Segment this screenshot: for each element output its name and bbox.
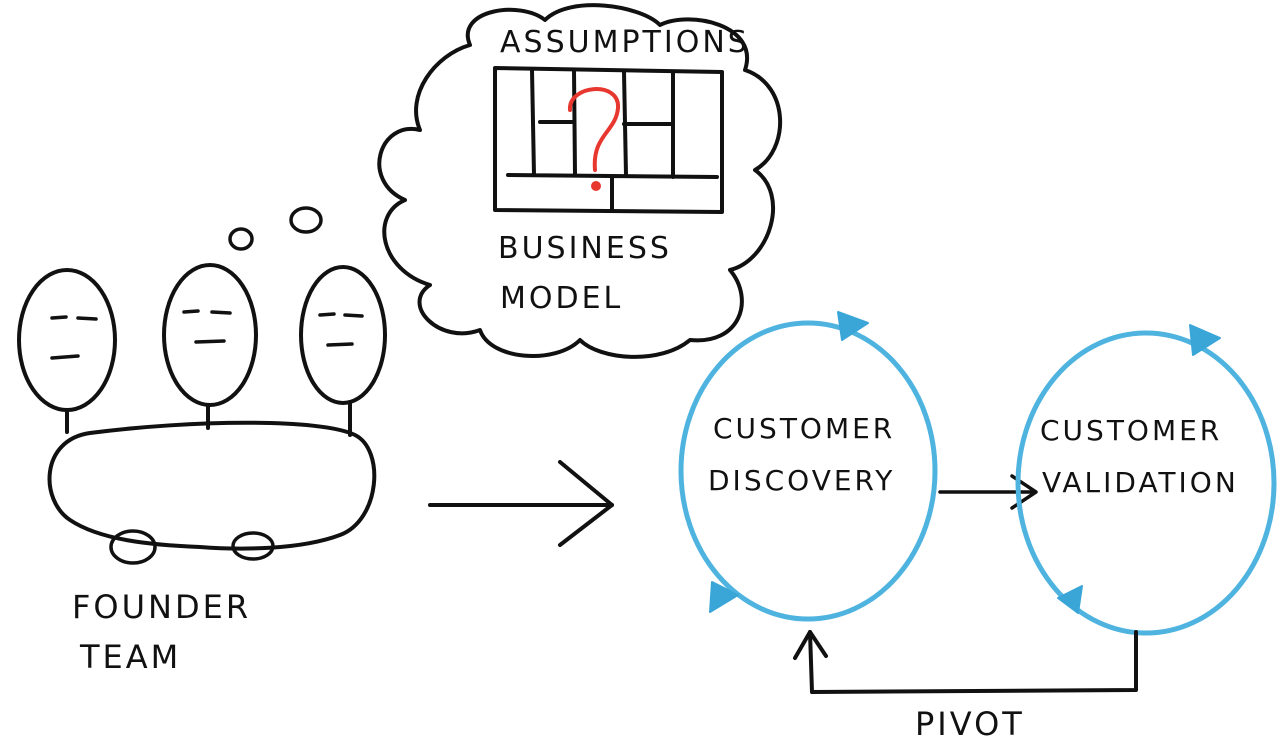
question-mark-icon xyxy=(568,87,621,191)
pivot-path xyxy=(808,630,1138,694)
founder-head-left xyxy=(17,268,117,412)
founder-foot-left xyxy=(109,529,157,565)
thought-bubble: ASSUMPTIONS BUSINESS MODEL xyxy=(228,3,783,359)
founder-foot-right xyxy=(231,531,275,561)
discovery-arrowhead-top xyxy=(837,311,869,341)
assumptions-label: ASSUMPTIONS xyxy=(500,25,750,60)
discovery-arrowhead-bottom xyxy=(709,581,739,613)
validation-label-line2: VALIDATION xyxy=(1042,466,1239,499)
canvas-grid-lines xyxy=(506,68,719,212)
question-mark-dot xyxy=(591,181,601,191)
pivot-label: PIVOT xyxy=(915,705,1025,743)
founder-table xyxy=(47,420,377,551)
founder-label: FOUNDER xyxy=(72,588,251,626)
discovery-label-line1: CUSTOMER xyxy=(713,412,895,445)
founder-head-right xyxy=(299,265,387,405)
discovery-circle xyxy=(678,320,938,622)
customer-discovery-loop: CUSTOMER DISCOVERY xyxy=(678,311,938,622)
thought-dot-small xyxy=(228,227,254,251)
founder-team-figure: FOUNDER TEAM xyxy=(17,263,387,676)
validation-arrowhead-top xyxy=(1189,324,1221,356)
customer-validation-loop: CUSTOMER VALIDATION xyxy=(1015,324,1277,636)
validation-label-line1: CUSTOMER xyxy=(1040,414,1222,447)
pivot-feedback-arrow: PIVOT xyxy=(793,630,1138,743)
business-model-canvas xyxy=(493,66,724,214)
thought-dot-large xyxy=(289,206,323,234)
canvas-frame xyxy=(493,66,724,214)
founder-head-middle xyxy=(162,263,258,407)
model-label: MODEL xyxy=(500,281,623,316)
pivot-arrow-head xyxy=(793,630,828,660)
business-label: BUSINESS xyxy=(498,231,672,266)
question-mark-curve xyxy=(568,87,621,172)
validation-circle xyxy=(1015,330,1277,636)
arrow-head xyxy=(558,460,614,547)
thought-cloud xyxy=(377,3,783,359)
discovery-label-line2: DISCOVERY xyxy=(708,464,895,497)
team-label: TEAM xyxy=(79,638,181,676)
team-to-discovery-arrow xyxy=(428,460,614,547)
validation-arrowhead-bottom xyxy=(1057,585,1083,614)
founder-faces xyxy=(50,309,364,360)
